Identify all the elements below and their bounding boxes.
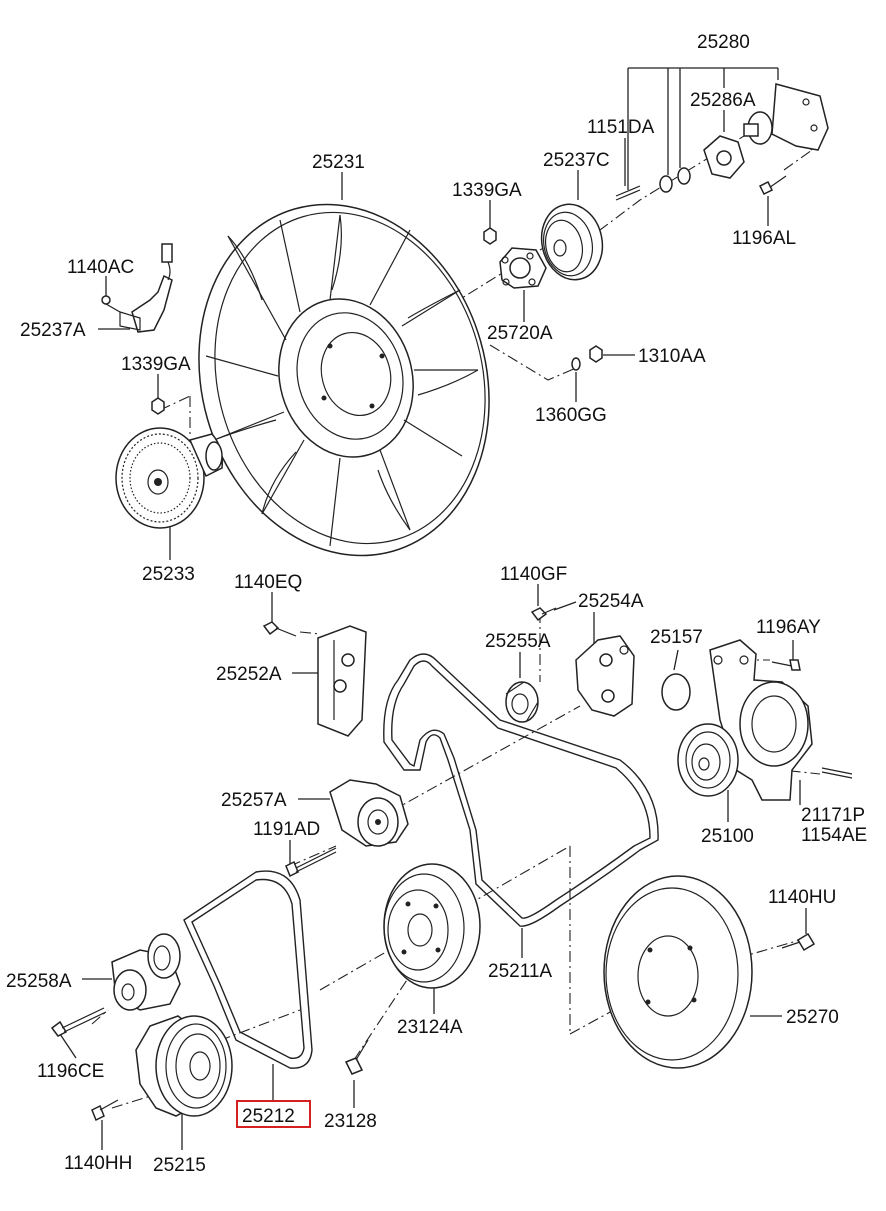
label-1140GF: 1140GF — [500, 564, 567, 585]
label-25257A: 25257A — [221, 790, 287, 811]
bracket-25252A — [317, 625, 367, 737]
belt-25211A — [383, 653, 659, 927]
label-1140HH: 1140HH — [64, 1153, 132, 1174]
bolt-1196AY — [771, 659, 801, 671]
label-25270: 25270 — [786, 1007, 839, 1028]
label-1360GG: 1360GG — [535, 405, 607, 426]
label-25254A: 25254A — [578, 591, 644, 612]
label-1140HU: 1140HU — [768, 887, 836, 908]
label-25157: 25157 — [650, 627, 703, 648]
housing-25280 — [743, 83, 829, 151]
label-1140AC: 1140AC — [67, 257, 134, 278]
nut-1310AA — [589, 345, 603, 363]
label-1339GA-top: 1339GA — [452, 180, 522, 201]
tensioner-25258A — [111, 933, 181, 1011]
bracket-25237A — [101, 243, 173, 333]
belt-25212 — [183, 870, 313, 1069]
part-labels: 25280 25286A 1151DA 25237C 25231 1339GA … — [6, 32, 867, 1176]
bolt-1196AL — [758, 175, 787, 196]
tensioner-25254A — [575, 635, 635, 717]
label-1196AL: 1196AL — [732, 228, 796, 249]
label-25231: 25231 — [312, 152, 365, 173]
nut-1339GA-top — [483, 227, 497, 245]
bolt-1140HU — [781, 932, 816, 952]
label-25255A: 25255A — [485, 631, 551, 652]
nut-1339GA-mid — [151, 397, 165, 415]
stud-21171P — [821, 767, 853, 779]
tensioner-25257A — [329, 779, 409, 847]
label-25212: 25212 — [242, 1106, 295, 1127]
label-1140EQ: 1140EQ — [234, 572, 302, 593]
label-1196CE: 1196CE — [37, 1061, 104, 1082]
label-25100: 25100 — [701, 826, 754, 847]
plate-25286A — [703, 135, 745, 179]
bolt-1140GF — [530, 607, 557, 622]
label-25237A: 25237A — [20, 320, 86, 341]
label-25286A: 25286A — [690, 90, 756, 111]
label-25720A: 25720A — [487, 323, 553, 344]
stud-1151DA — [615, 167, 691, 201]
label-1339GA-mid: 1339GA — [121, 354, 191, 375]
label-1191AD: 1191AD — [253, 819, 320, 840]
pulley-25215 — [135, 1015, 233, 1117]
idler-25255A — [505, 681, 539, 723]
label-25211A: 25211A — [488, 961, 552, 982]
bolt-1196CE — [50, 1007, 107, 1037]
label-23124A: 23124A — [397, 1017, 463, 1038]
label-25237C: 25237C — [543, 150, 610, 171]
pulley-25237C — [540, 203, 604, 281]
highlight-box-25212 — [236, 1100, 311, 1128]
fan-clutch-25233 — [115, 427, 224, 529]
washer-1360GG — [571, 357, 581, 371]
water-pump-25100 — [677, 639, 813, 801]
fan-25231 — [198, 203, 490, 557]
bolt-1140EQ — [262, 621, 297, 637]
label-25233: 25233 — [142, 564, 195, 585]
label-25215: 25215 — [153, 1155, 206, 1176]
label-1196AY: 1196AY — [756, 617, 821, 638]
label-23128: 23128 — [324, 1111, 377, 1132]
label-1154AE: 1154AE — [801, 825, 867, 846]
label-25252A: 25252A — [216, 664, 282, 685]
gasket-25157 — [661, 673, 691, 711]
bolt-1191AD — [285, 847, 337, 878]
label-1310AA: 1310AA — [638, 346, 706, 367]
damper-25270 — [603, 875, 753, 1069]
bolt-23128 — [344, 1039, 369, 1075]
label-25280: 25280 — [697, 32, 750, 53]
bolt-1140HH — [91, 1099, 119, 1122]
label-21171P: 21171P — [801, 805, 865, 826]
label-1151DA: 1151DA — [587, 117, 655, 138]
hub-25720A — [499, 247, 547, 289]
label-25258A: 25258A — [6, 971, 72, 992]
pulley-23124A — [383, 863, 481, 989]
